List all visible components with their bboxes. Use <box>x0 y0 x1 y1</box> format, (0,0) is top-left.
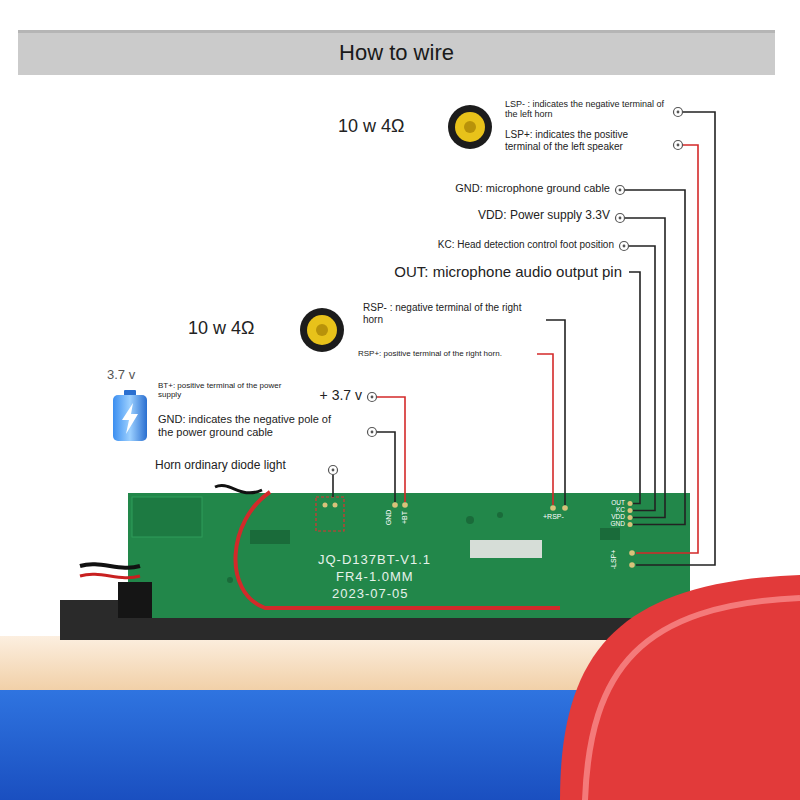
battery-body <box>113 395 147 441</box>
speaker-rim <box>448 105 492 149</box>
pin-name: +BT <box>401 511 408 524</box>
pad <box>323 503 328 508</box>
battery-voltage: 3.7 v <box>107 368 135 383</box>
pad <box>628 515 633 520</box>
marker-dot <box>677 111 680 114</box>
lightning-symbol <box>122 403 138 434</box>
pad <box>550 505 556 511</box>
battery-icon <box>113 390 147 441</box>
terminal-marker <box>620 242 629 251</box>
tube-highlight <box>585 598 800 800</box>
via <box>497 512 503 518</box>
leader-line <box>625 218 666 518</box>
speaker-cap <box>464 121 476 133</box>
pin-name: KC <box>616 507 625 514</box>
leader-line <box>636 145 698 553</box>
module-chip <box>470 540 542 558</box>
speaker-rim <box>300 308 344 352</box>
pad <box>628 522 633 527</box>
marker-dot <box>677 144 680 147</box>
speaker-cone <box>455 112 485 142</box>
leader-line <box>377 397 406 502</box>
pad <box>402 502 408 508</box>
speaker-cone <box>307 315 337 345</box>
pin-description: LSP+: indicates the positive terminal of… <box>505 129 665 152</box>
wire <box>80 574 140 577</box>
marker-dot <box>371 396 374 399</box>
terminal-marker <box>674 141 683 150</box>
terminal-marker <box>616 214 625 223</box>
pad <box>628 508 633 513</box>
leader-lines <box>333 112 715 565</box>
pad <box>392 502 398 508</box>
leader-line <box>377 432 396 502</box>
pad <box>333 503 338 508</box>
component <box>600 528 620 540</box>
pin-description: Horn ordinary diode light <box>155 459 286 473</box>
terminal-marker <box>616 186 625 195</box>
pin-description: VDD: Power supply 3.3V <box>478 209 610 223</box>
pin-name: OUT <box>611 500 625 507</box>
pad <box>628 501 633 506</box>
speaker-rating: 10 w 4Ω <box>188 318 255 339</box>
via <box>466 516 474 524</box>
terminal-marker <box>368 428 377 437</box>
pin-description: OUT: microphone audio output pin <box>394 263 622 280</box>
pin-description: GND: indicates the negative pole of the … <box>158 413 338 438</box>
highlight-box <box>316 497 344 531</box>
title-bar <box>18 30 775 75</box>
leader-line <box>629 246 656 511</box>
pin-description: GND: microphone ground cable <box>455 182 610 195</box>
pin-name: -LSP+ <box>610 550 617 570</box>
marker-dot <box>623 245 626 248</box>
red-wire <box>235 492 560 608</box>
antenna-area <box>132 497 202 537</box>
leader-line <box>625 190 686 525</box>
pin-name: VDD <box>611 514 625 521</box>
leader-line <box>546 320 565 505</box>
silkscreen-text: 2023-07-05 <box>332 587 409 602</box>
title-bar-edge <box>18 30 775 33</box>
pad <box>629 562 635 568</box>
speaker-icon <box>448 105 492 149</box>
heat-shrink-tube <box>560 575 800 800</box>
silkscreen-text: JQ-D137BT-V1.1 <box>318 553 431 568</box>
leader-line <box>537 354 553 505</box>
pin-name: +RSP- <box>543 513 564 520</box>
marker-dot <box>619 217 622 220</box>
pin-description: LSP- : indicates the negative terminal o… <box>505 99 665 120</box>
component <box>250 530 290 544</box>
marker-dot <box>371 431 374 434</box>
terminal-marker <box>674 108 683 117</box>
pin-description: BT+: positive terminal of the power supp… <box>158 381 283 399</box>
terminal-marker <box>368 393 377 402</box>
connector <box>118 582 152 618</box>
pad <box>629 550 635 556</box>
leader-line <box>332 475 334 498</box>
leader-line <box>629 272 640 504</box>
terminal-marker <box>329 466 338 475</box>
voltage-label: + 3.7 v <box>320 387 362 403</box>
wire <box>80 564 140 567</box>
pin-description: RSP+: positive terminal of the right hor… <box>358 349 502 358</box>
pin-name: GND <box>385 510 392 526</box>
title: How to wire <box>18 30 775 75</box>
speaker-cap <box>316 324 328 336</box>
speaker-icon <box>300 308 344 352</box>
pin-description: KC: Head detection control foot position <box>438 239 614 251</box>
via <box>227 577 233 583</box>
terminal-markers <box>329 108 683 475</box>
pin-description: RSP- : negative terminal of the right ho… <box>363 302 538 325</box>
pin-name: GND <box>611 521 625 528</box>
speaker-rating: 10 w 4Ω <box>338 116 405 137</box>
black-wire <box>215 485 262 492</box>
pcb-board <box>128 493 690 618</box>
marker-dot <box>619 189 622 192</box>
leader-line <box>636 112 715 565</box>
pad <box>562 505 568 511</box>
silkscreen-text: FR4-1.0MM <box>336 570 414 585</box>
marker-dot <box>332 469 335 472</box>
